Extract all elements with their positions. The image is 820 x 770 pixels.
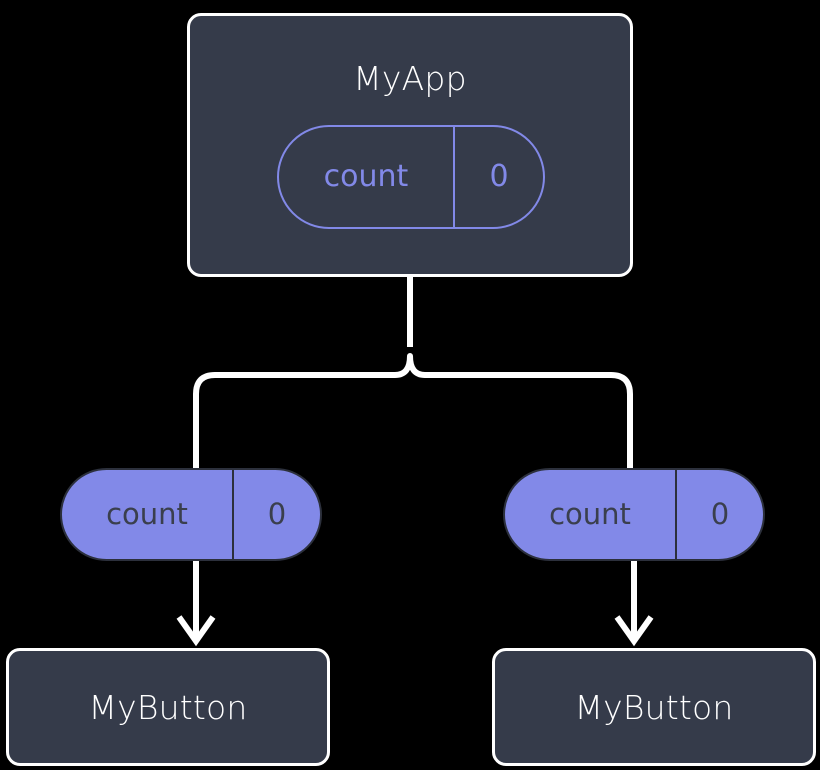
state-pill-branch-0[interactable]: count 0 xyxy=(60,468,322,561)
component-title: MyApp xyxy=(353,59,467,98)
component-title: MyButton xyxy=(574,687,734,727)
arrow-head-left-icon xyxy=(176,615,216,647)
component-title: MyButton xyxy=(88,687,248,727)
component-node-mybutton-0[interactable]: MyButton xyxy=(6,648,330,766)
component-node-mybutton-1[interactable]: MyButton xyxy=(492,648,816,766)
state-value: 0 xyxy=(489,159,509,194)
state-pill-root[interactable]: count 0 xyxy=(277,125,545,229)
state-key: count xyxy=(62,470,234,559)
arrow-head-right-icon xyxy=(614,615,654,647)
component-node-myapp[interactable]: MyApp xyxy=(187,13,633,277)
state-value: 0 xyxy=(710,497,730,531)
state-value: 0 xyxy=(267,497,287,531)
state-pill-branch-1[interactable]: count 0 xyxy=(503,468,765,561)
state-key: count xyxy=(505,470,677,559)
state-key: count xyxy=(279,127,455,227)
